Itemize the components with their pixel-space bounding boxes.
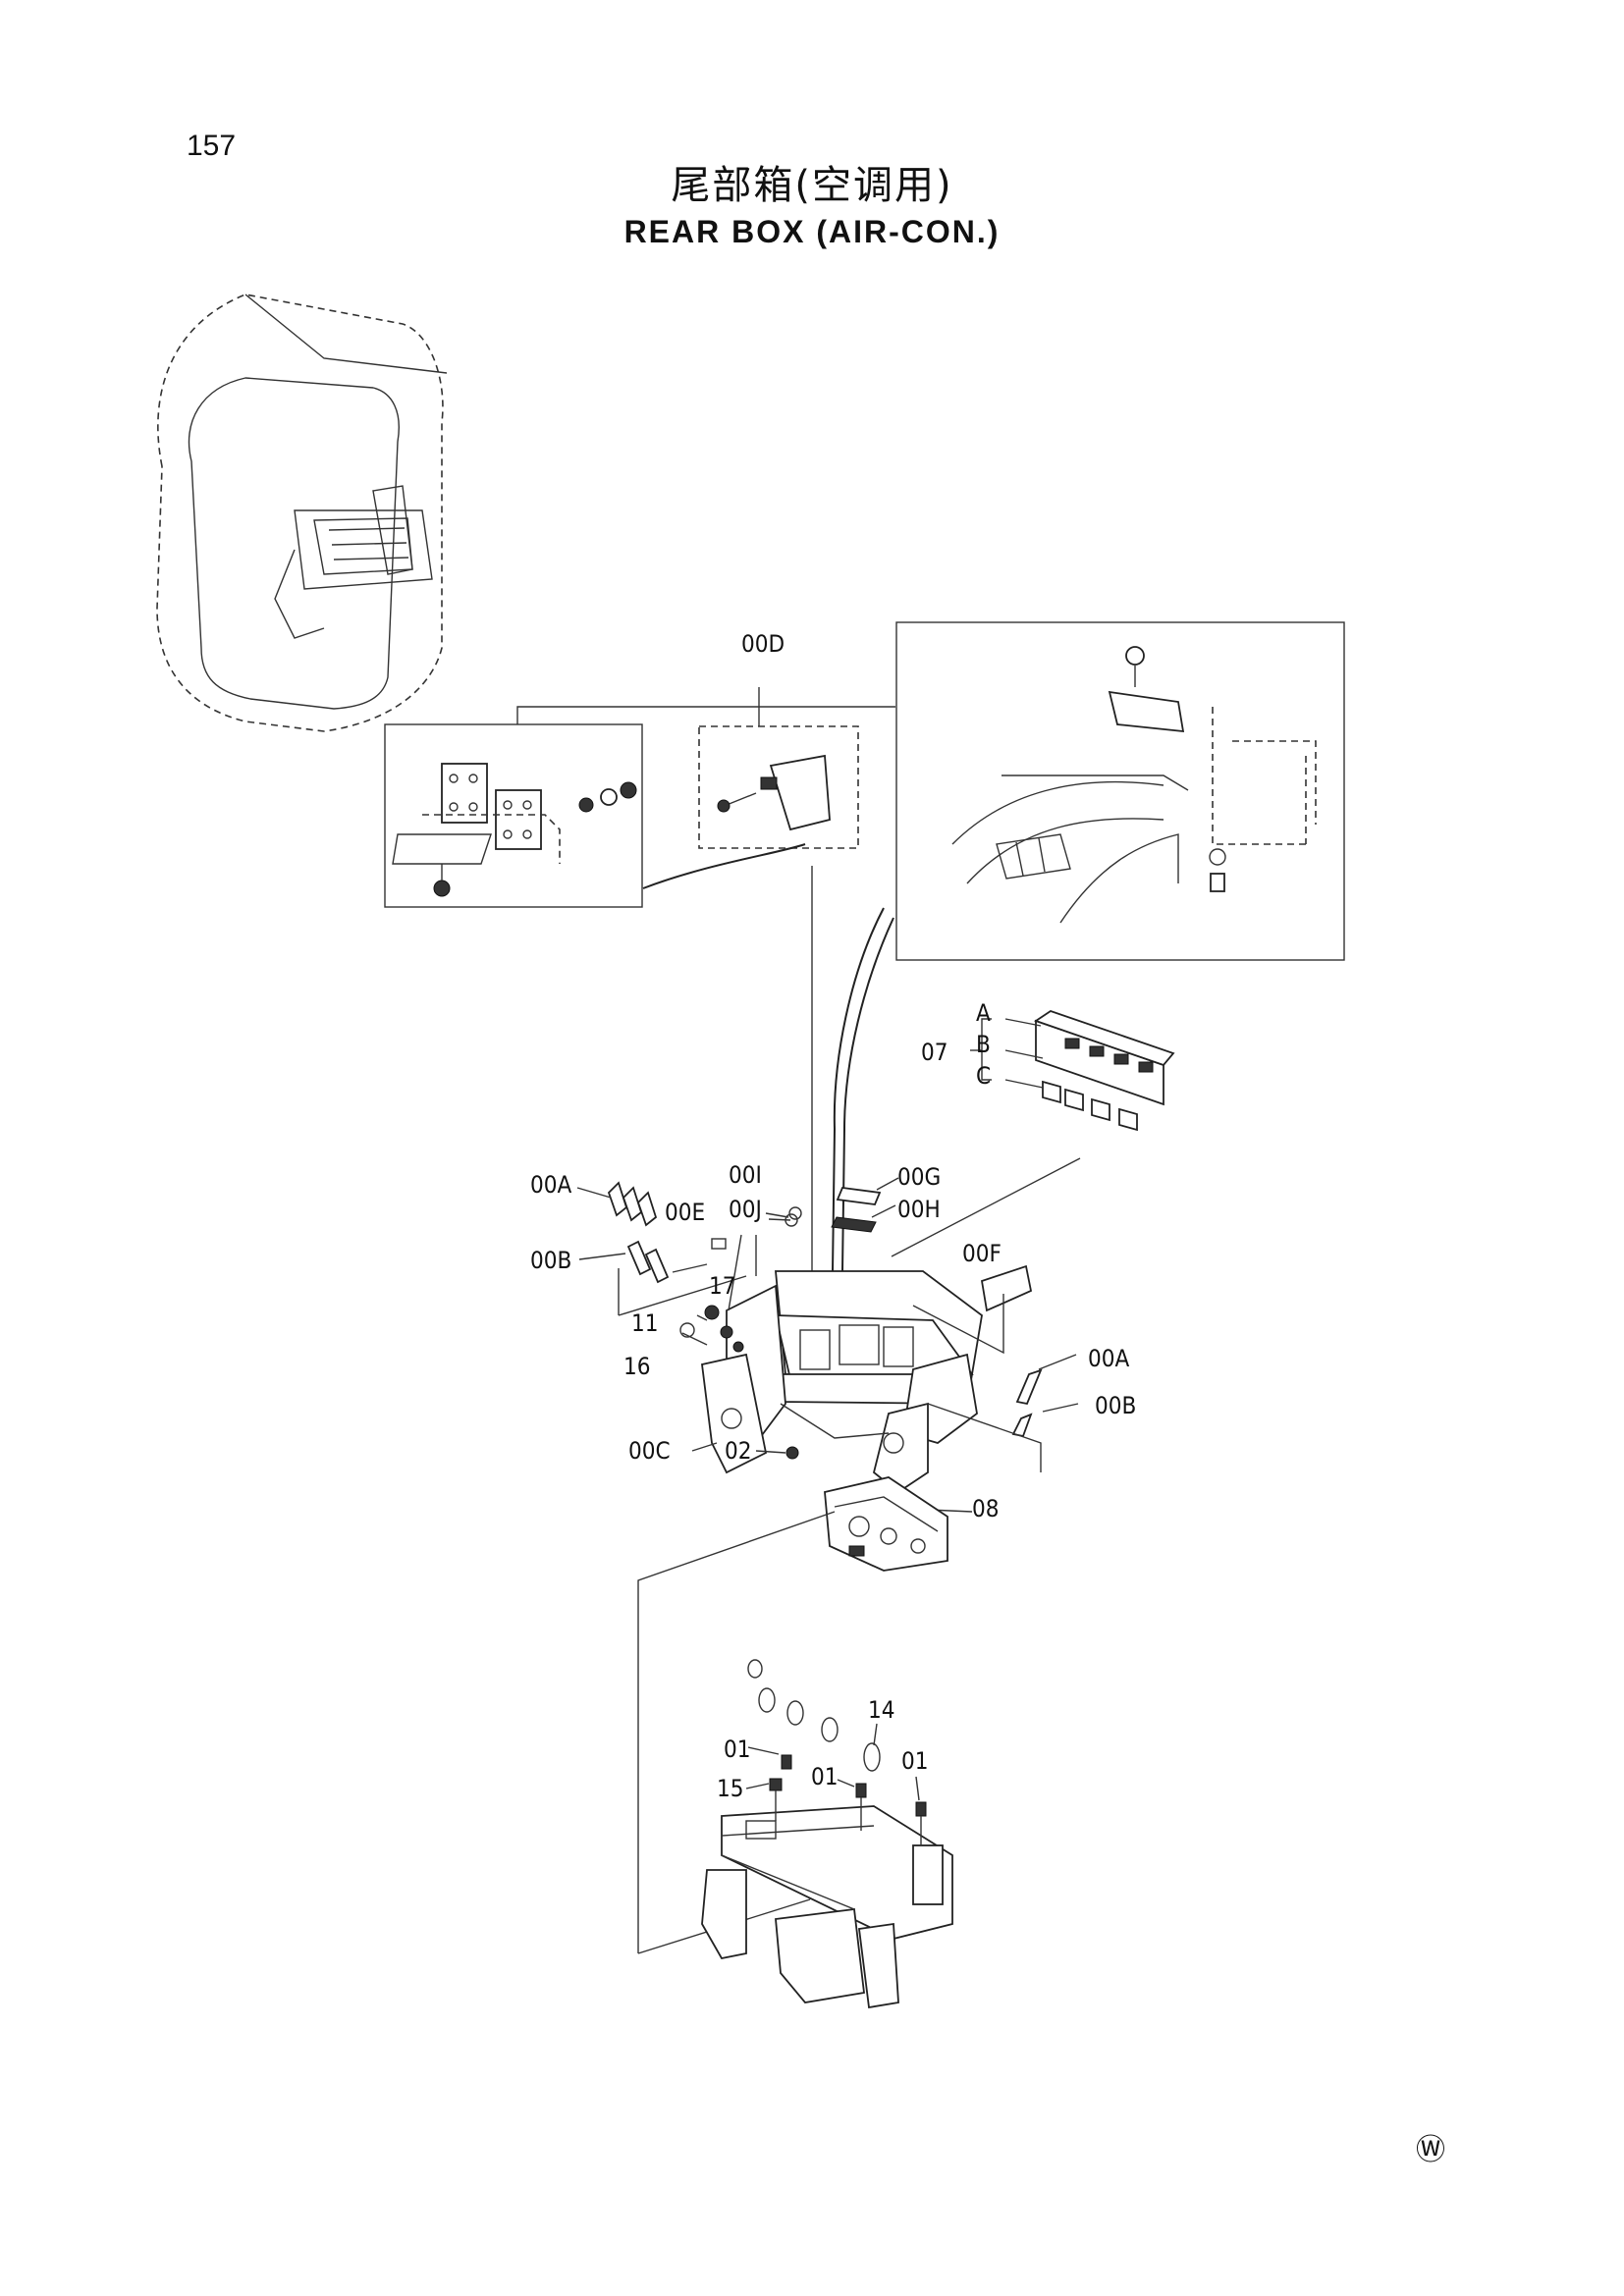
rear-box-assembly xyxy=(701,1157,1081,1494)
corner-mark: Ⓦ xyxy=(1416,2134,1445,2166)
switch-panel-07 xyxy=(970,1010,1175,1132)
cab-overview-illustration xyxy=(156,294,448,732)
callout-15: 15 xyxy=(717,1775,743,1802)
callout-01-b: 01 xyxy=(811,1763,838,1790)
callout-14: 14 xyxy=(868,1696,894,1724)
callout-08: 08 xyxy=(972,1495,999,1522)
inset-panel-right xyxy=(895,621,1345,961)
small-parts-cluster xyxy=(607,1181,1043,1460)
leader-lines-top xyxy=(516,687,895,1272)
callout-07-B: B xyxy=(976,1031,991,1058)
callout-07-C: C xyxy=(976,1062,991,1090)
callout-01-a: 01 xyxy=(724,1735,750,1763)
callout-00J: 00J xyxy=(729,1196,762,1223)
base-frame-assembly xyxy=(701,1659,953,2009)
callout-labels: 00D 07 A B C 00A 00B 00E 00I 00J 00G 00H… xyxy=(530,630,1136,1802)
callout-07-A: A xyxy=(976,999,991,1027)
bracket-08 xyxy=(824,1476,948,1572)
callout-00F: 00F xyxy=(962,1240,1001,1267)
inset-panel-left xyxy=(384,723,643,908)
callout-11: 11 xyxy=(631,1309,658,1337)
callout-01-c: 01 xyxy=(901,1747,928,1775)
inset-panel-middle xyxy=(642,725,859,889)
leader-lines-middle xyxy=(576,1177,1079,1513)
callout-00B-right: 00B xyxy=(1095,1392,1136,1419)
callout-00B-left: 00B xyxy=(530,1247,571,1274)
callout-16: 16 xyxy=(623,1353,650,1380)
callout-00A-left: 00A xyxy=(530,1171,571,1199)
callout-17: 17 xyxy=(709,1272,735,1300)
callout-00E: 00E xyxy=(665,1199,705,1226)
callout-02: 02 xyxy=(725,1437,751,1465)
callout-00I: 00I xyxy=(729,1161,762,1189)
page-number: 157 xyxy=(187,130,237,162)
diagram-title-chinese: 尾部箱(空调用) xyxy=(671,163,953,208)
callout-00D: 00D xyxy=(741,630,785,658)
callout-00A-right: 00A xyxy=(1088,1345,1129,1372)
diagram-title-english: REAR BOX (AIR-CON.) xyxy=(623,214,1001,249)
callout-00G: 00G xyxy=(897,1163,941,1191)
callout-00H: 00H xyxy=(897,1196,941,1223)
callout-07: 07 xyxy=(921,1039,947,1066)
callout-00C: 00C xyxy=(628,1437,671,1465)
